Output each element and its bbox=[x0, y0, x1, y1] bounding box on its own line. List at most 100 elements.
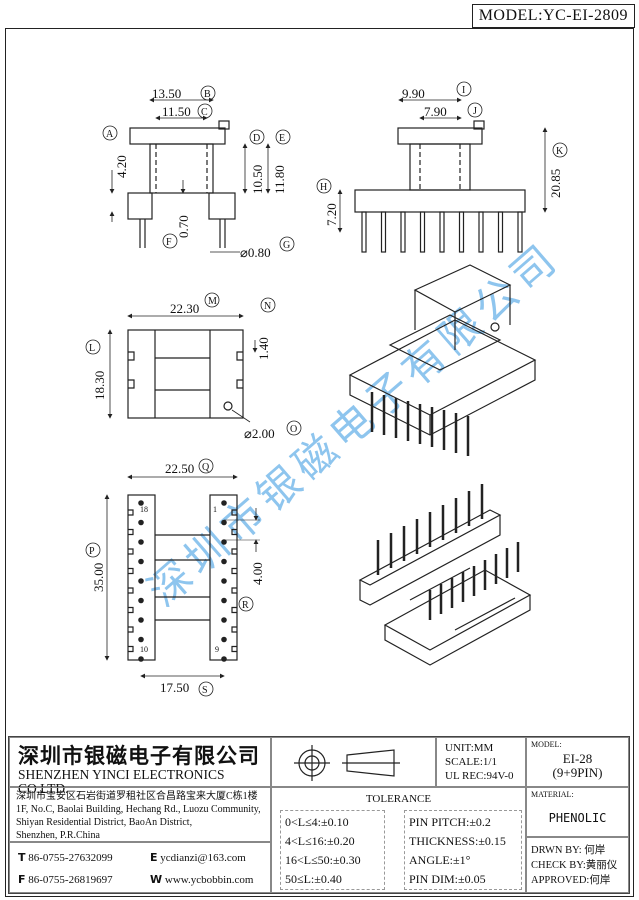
pin-hole bbox=[138, 617, 144, 623]
pin bbox=[478, 211, 484, 253]
address-cell: 深圳市宝安区石岩街道罗租社区合昌路宝来大厦C栋1楼 1F, No.C, Baol… bbox=[9, 787, 271, 842]
unit-text: UNIT:MM bbox=[445, 742, 494, 754]
wire-slot bbox=[128, 645, 134, 653]
model-cell: MODEL: EI-28 (9+9PIN) bbox=[526, 737, 629, 787]
model-value: EI-28 bbox=[562, 751, 593, 766]
callout-a: A bbox=[106, 129, 114, 140]
title-block: 深圳市银磁电子有限公司 SHENZHEN YINCI ELECTRONICS C… bbox=[8, 736, 630, 894]
pin bbox=[400, 211, 406, 253]
callout-s: S bbox=[202, 685, 208, 696]
dim-m-label: 22.30 bbox=[170, 301, 199, 316]
wire-slot bbox=[231, 528, 237, 536]
tolerance-line: 50≤L:±0.40 bbox=[285, 872, 342, 886]
tolerance-title: TOLERANCE bbox=[365, 793, 432, 805]
callout-e: E bbox=[279, 133, 285, 144]
pin-10-label: 10 bbox=[140, 645, 148, 654]
pin-18-label: 18 bbox=[140, 505, 148, 514]
dim-g-label: ⌀0.80 bbox=[240, 245, 271, 260]
pin-count: (9+9PIN) bbox=[552, 765, 603, 780]
scale-text: SCALE:1/1 bbox=[445, 756, 497, 768]
company-name-cn: 深圳市银磁电子有限公司 bbox=[18, 743, 260, 768]
front-view bbox=[109, 97, 271, 253]
wire-slot bbox=[128, 509, 134, 516]
address-line: 1F, No.C, Baolai Building, Hechang Rd., … bbox=[16, 804, 261, 815]
material-value: PHENOLIC bbox=[548, 811, 607, 825]
dim-e-label: 11.80 bbox=[272, 165, 287, 194]
website-link[interactable]: www.ycbobbin.com bbox=[164, 874, 254, 886]
pin-hole bbox=[221, 558, 227, 565]
tolerance-line: 16<L≤50:±0.30 bbox=[285, 853, 361, 867]
wire-slot bbox=[128, 626, 134, 633]
unit-cell: UNIT:MM SCALE:1/1 UL REC:94V-0 bbox=[436, 737, 526, 787]
approved-by: APPROVED:何岸 bbox=[531, 875, 611, 886]
pin-hole bbox=[138, 500, 144, 506]
dim-d-label: 10.50 bbox=[250, 165, 265, 194]
address-line: Shiyan Residential District, BaoAn Distr… bbox=[16, 817, 193, 828]
contact-cell: T 86-0755-27632099 F 86-0755-26819697 E … bbox=[9, 842, 271, 893]
callout-i: I bbox=[462, 85, 465, 96]
wire-slot bbox=[128, 528, 134, 536]
tolerance-ranges: 0<L≤4:±0.10 4<L≤16:±0.20 16<L≤50:±0.30 5… bbox=[280, 810, 385, 890]
wire-slot bbox=[231, 567, 237, 575]
wire-slot bbox=[128, 606, 134, 614]
phone-number: 86-0755-27632099 bbox=[28, 852, 113, 864]
technical-drawing: 13.50 11.50 4.20 10.50 11.80 0.70 ⌀0.80 … bbox=[85, 81, 568, 697]
pin-hole bbox=[221, 597, 227, 604]
pin bbox=[517, 211, 523, 253]
callout-k: K bbox=[556, 146, 564, 157]
dim-f-label: 0.70 bbox=[176, 215, 191, 238]
pin bbox=[439, 211, 445, 253]
callout-c: C bbox=[201, 107, 208, 118]
pin-hole bbox=[138, 558, 144, 565]
ul-text: UL REC:94V-0 bbox=[445, 770, 514, 782]
material-cell: MATERIAL: PHENOLIC bbox=[526, 787, 629, 837]
email-link[interactable]: ycdianzi@163.com bbox=[160, 852, 246, 864]
model-label: MODEL: bbox=[531, 740, 562, 749]
dim-h-label: 7.20 bbox=[324, 203, 339, 226]
callout-o: O bbox=[290, 424, 297, 435]
projection-symbol-cell bbox=[271, 737, 436, 787]
third-angle-projection-icon bbox=[294, 745, 400, 781]
wire-slot bbox=[128, 548, 134, 555]
dim-k-label: 20.85 bbox=[548, 169, 563, 198]
pin bbox=[380, 211, 387, 253]
callout-l: L bbox=[89, 343, 95, 354]
callout-f: F bbox=[166, 237, 172, 248]
dim-r-label: 4.00 bbox=[250, 562, 265, 585]
pin-hole bbox=[221, 539, 227, 545]
pin-1-label: 1 bbox=[213, 505, 217, 514]
dim-o-label: ⌀2.00 bbox=[244, 426, 275, 441]
tolerance-line: ANGLE:±1° bbox=[409, 853, 471, 867]
callout-p: P bbox=[89, 546, 95, 557]
pin-hole bbox=[221, 519, 227, 526]
callout-g: G bbox=[283, 240, 290, 251]
wire-slot bbox=[231, 509, 237, 516]
bottom-view bbox=[104, 474, 260, 679]
callout-h: H bbox=[320, 182, 327, 193]
tolerance-line: 0<L≤4:±0.10 bbox=[285, 815, 349, 829]
dim-q-label: 22.50 bbox=[165, 461, 194, 476]
pin-hole bbox=[138, 539, 144, 545]
checked-by: CHECK BY:黄丽仪 bbox=[531, 860, 618, 871]
drawn-by: DRWN BY: 何岸 bbox=[531, 845, 606, 856]
top-view bbox=[107, 313, 258, 423]
tolerance-line: PIN PITCH:±0.2 bbox=[409, 815, 491, 829]
wire-slot bbox=[231, 548, 237, 555]
pin-hole bbox=[221, 500, 227, 506]
pin-hole bbox=[221, 636, 227, 643]
web-label: W bbox=[150, 873, 163, 886]
dim-l-label: 18.30 bbox=[92, 371, 107, 400]
callout-j: J bbox=[473, 106, 477, 117]
pin-hole bbox=[138, 656, 144, 662]
callout-n: N bbox=[264, 301, 271, 312]
pin-hole bbox=[221, 617, 227, 623]
pin-hole bbox=[138, 597, 144, 604]
material-label: MATERIAL: bbox=[531, 790, 574, 799]
pin-9-label: 9 bbox=[215, 645, 219, 654]
approval-cell: DRWN BY: 何岸 CHECK BY:黄丽仪 APPROVED:何岸 bbox=[526, 837, 629, 893]
dim-p-label: 35.00 bbox=[91, 563, 106, 592]
address-line: 深圳市宝安区石岩街道罗租社区合昌路宝来大厦C栋1楼 bbox=[16, 791, 258, 802]
wire-slot bbox=[231, 606, 237, 614]
drawing-model-number: MODEL:YC-EI-2809 bbox=[471, 4, 635, 28]
dim-c-label: 11.50 bbox=[162, 104, 191, 119]
